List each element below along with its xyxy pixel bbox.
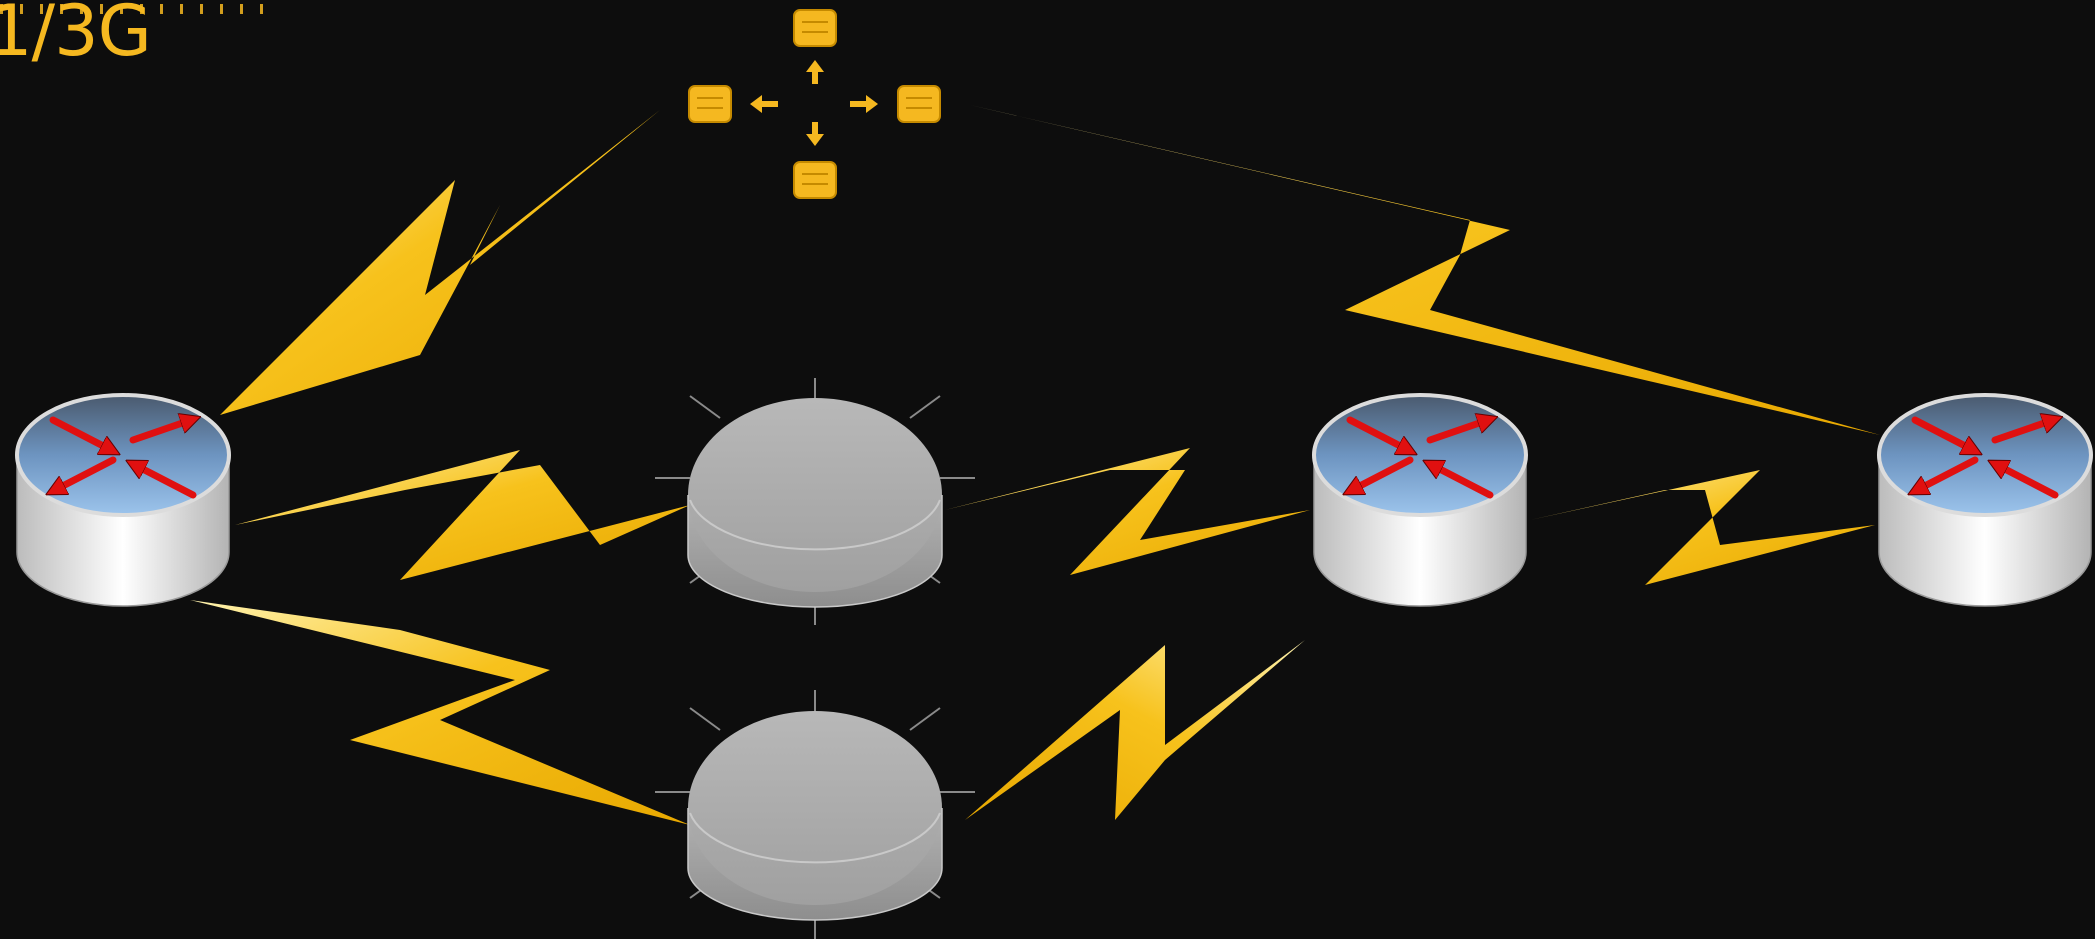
compass-cluster	[688, 9, 941, 199]
router-center	[1312, 393, 1528, 607]
link-compass-to-router-right	[970, 105, 1880, 435]
arrow-left-icon	[750, 95, 778, 113]
link-router-center-to-router-right	[1530, 470, 1875, 585]
link-cloud-top-to-router-center	[945, 448, 1310, 575]
link-router-left-to-cloud-bottom	[190, 600, 690, 825]
cloud-node-bottom	[655, 690, 975, 939]
server-icon	[793, 161, 837, 199]
server-icon	[688, 85, 732, 123]
server-icon	[897, 85, 941, 123]
link-cloud-bottom-to-router-center	[965, 640, 1305, 820]
dotted-border-decoration	[0, 4, 280, 14]
router-arrows-icon	[1350, 420, 1490, 499]
router-arrows-icon	[1915, 420, 2055, 499]
link-router-left-to-cloud-top	[235, 450, 690, 580]
router-arrows-icon	[53, 420, 193, 499]
router-left	[15, 393, 231, 607]
arrow-up-icon	[806, 60, 824, 84]
server-icon	[793, 9, 837, 47]
arrow-right-icon	[850, 95, 878, 113]
cloud-node-top	[655, 378, 975, 625]
arrow-down-icon	[806, 122, 824, 146]
link-router-left-to-compass	[220, 110, 660, 415]
router-right	[1877, 393, 2093, 607]
corner-label: 1/3G	[0, 0, 152, 72]
